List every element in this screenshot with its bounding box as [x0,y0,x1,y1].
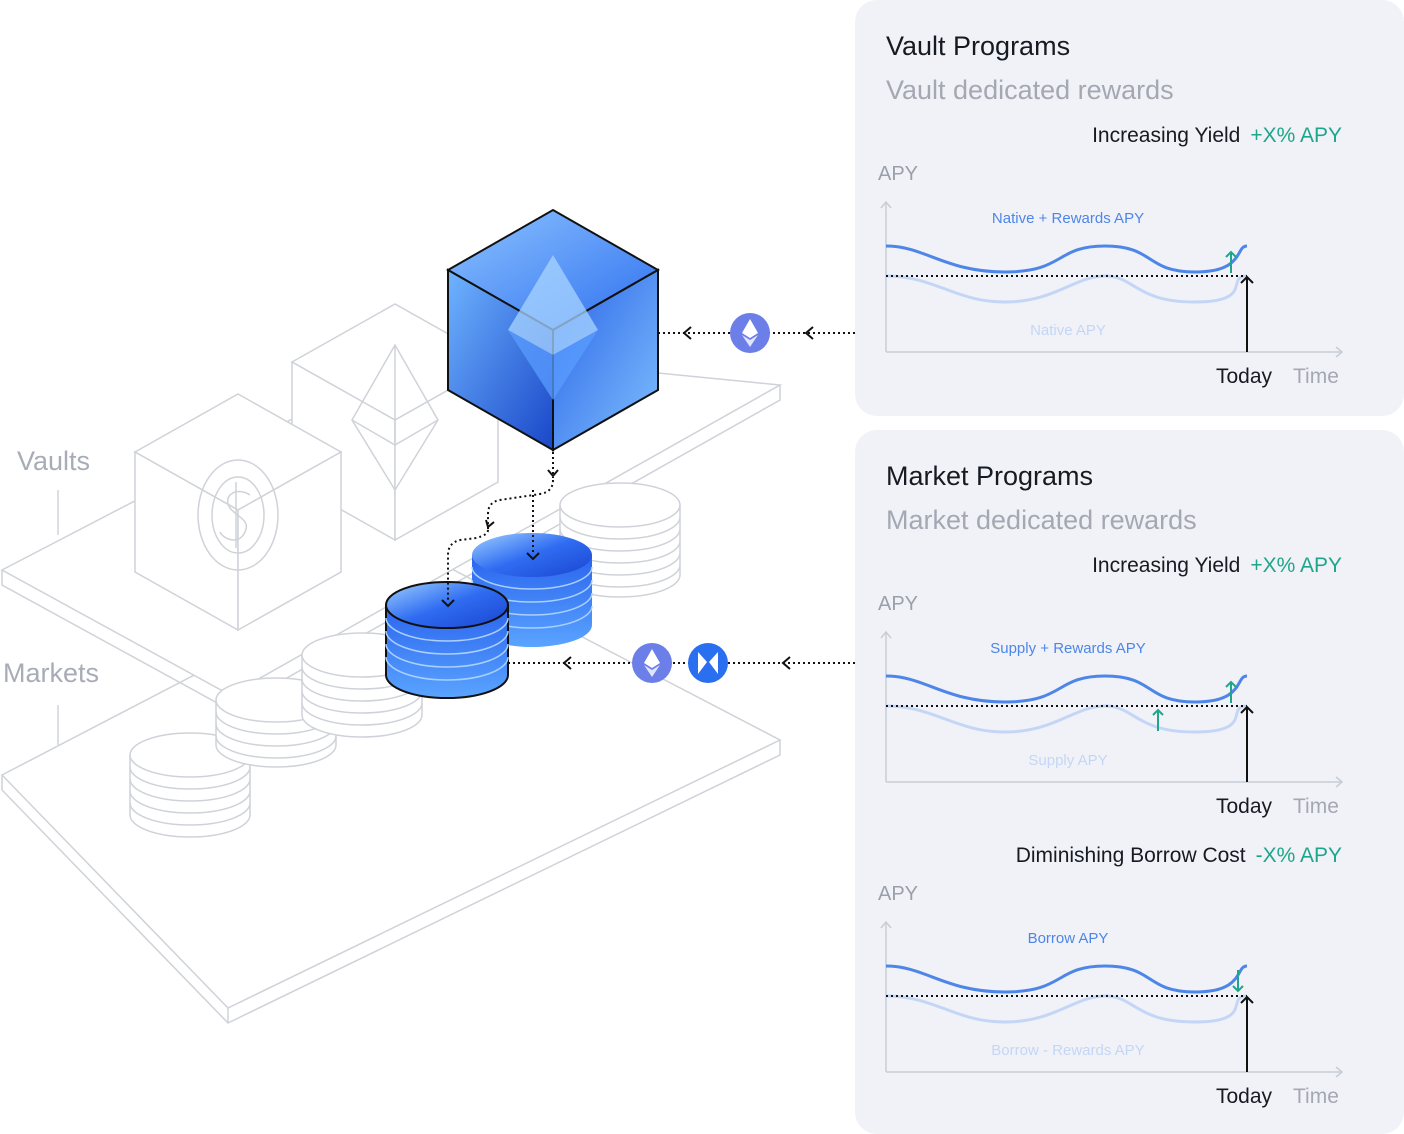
panel-title: Market Programs [886,461,1094,491]
ethereum-token-icon [730,313,770,353]
eth-vault-cube-highlight [445,208,661,452]
markets-label: Markets [3,658,100,688]
metric-label: Increasing Yield [1092,124,1241,147]
apy-chart [880,200,1344,358]
supply-yield-metric: Increasing Yield +X% APY [1092,554,1342,578]
borrow-apy-chart-plot [880,920,1344,1078]
borrow-cost-metric: Diminishing Borrow Cost -X% APY [1016,844,1342,868]
bottom-series-label: Supply APY [1028,752,1108,769]
metric-value: +X% APY [1250,124,1342,147]
today-marker-label: Today [1216,1085,1273,1108]
panel-subtitle: Market dedicated rewards [886,505,1197,535]
panel-title: Vault Programs [886,31,1071,61]
metric-value: +X% APY [1250,554,1342,577]
metric-label: Increasing Yield [1092,554,1241,577]
metric-value: -X% APY [1255,844,1342,867]
usdc-vault-cube [133,393,343,632]
market-programs-panel: Market Programs Market dedicated rewards… [855,430,1404,1134]
y-axis-label: APY [878,883,919,905]
top-series-label: Borrow APY [1027,930,1109,947]
supply-apy-chart [880,630,1344,788]
bottom-series-label: Native APY [1030,322,1106,339]
panel-subtitle: Vault dedicated rewards [886,75,1174,105]
bottom-series-label: Borrow - Rewards APY [991,1042,1145,1059]
x-axis-label: Time [1293,795,1339,818]
protocol-illustration [0,208,855,1024]
y-axis-label: APY [878,163,919,185]
top-series-label: Supply + Rewards APY [990,640,1146,657]
top-series-label: Native + Rewards APY [991,210,1145,227]
yield-metric: Increasing Yield +X% APY [1092,124,1342,148]
today-marker-label: Today [1216,365,1273,388]
today-marker-label: Today [1216,795,1273,818]
x-axis-label: Time [1293,1085,1339,1108]
metric-label: Diminishing Borrow Cost [1015,844,1246,867]
vault-programs-panel: Vault Programs Vault dedicated rewards I… [855,0,1404,416]
vaults-label: Vaults [17,446,91,476]
ethereum-token-icon [632,643,672,683]
y-axis-label: APY [878,593,919,615]
x-axis-label: Time [1293,365,1339,388]
morpho-butterfly-icon [688,643,728,683]
